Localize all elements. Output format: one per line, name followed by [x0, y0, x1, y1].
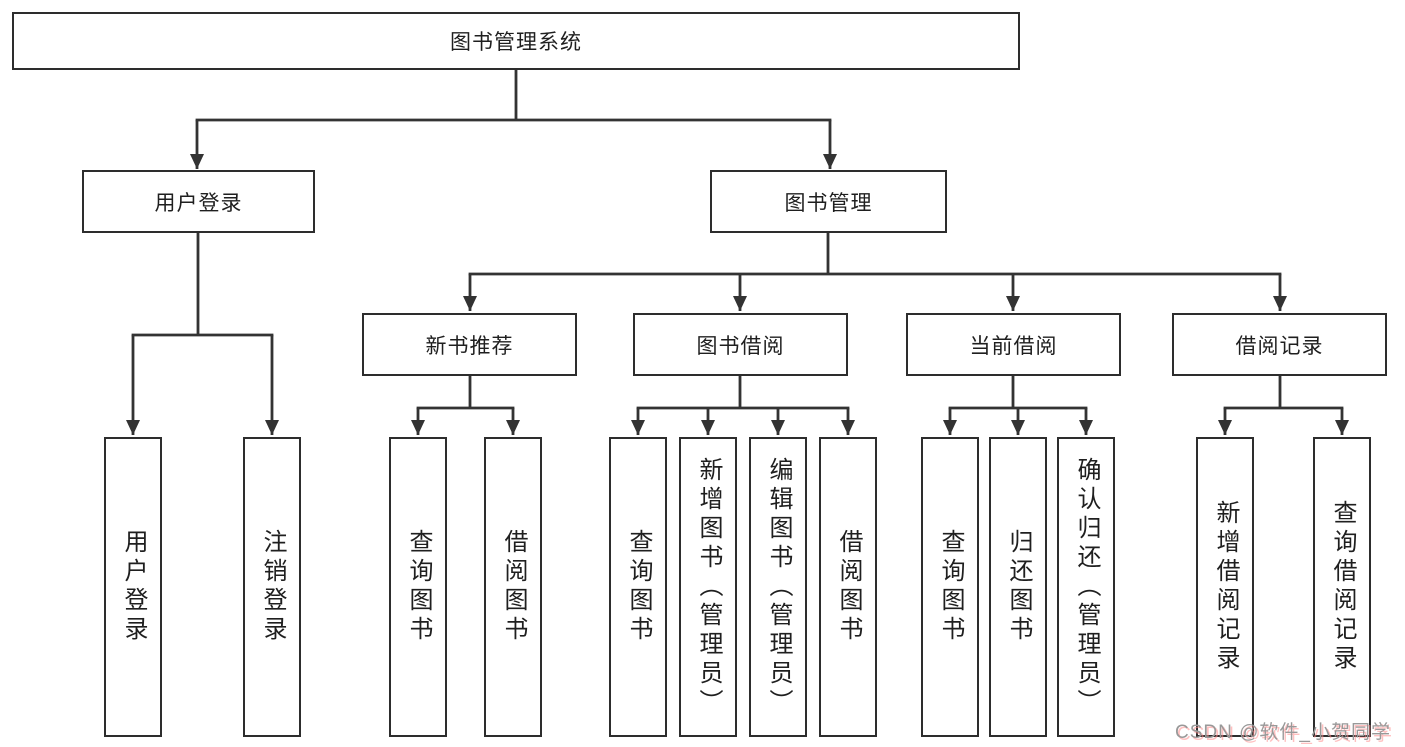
leaf-query-borrow-record-label: 查询借阅记录 [1329, 500, 1356, 674]
leaf-edit-book-admin: 编辑图书（管理员） [749, 437, 807, 737]
node-book-borrowing-label: 图书借阅 [696, 334, 785, 358]
leaf-user-login-label: 用户登录 [120, 529, 147, 645]
leaf-borrow-books-1: 借阅图书 [484, 437, 542, 737]
leaf-add-book-admin-label: 新增图书（管理员） [695, 456, 722, 718]
leaf-add-borrow-record-label: 新增借阅记录 [1212, 500, 1239, 674]
leaf-borrow-books-2-label: 借阅图书 [835, 529, 862, 645]
node-user-login: 用户登录 [82, 170, 315, 233]
node-new-book-recommend-label: 新书推荐 [425, 334, 514, 358]
leaf-query-books-3-label: 查询图书 [937, 529, 964, 645]
node-book-management-label: 图书管理 [784, 191, 873, 215]
leaf-confirm-return-admin-label: 确认归还（管理员） [1073, 456, 1100, 718]
node-current-borrowing-label: 当前借阅 [969, 334, 1058, 358]
leaf-query-books-2-label: 查询图书 [625, 529, 652, 645]
node-borrow-records: 借阅记录 [1172, 313, 1387, 376]
leaf-query-books-2: 查询图书 [609, 437, 667, 737]
node-user-login-label: 用户登录 [154, 191, 243, 215]
leaf-logout: 注销登录 [243, 437, 301, 737]
leaf-query-books-3: 查询图书 [921, 437, 979, 737]
leaf-user-login: 用户登录 [104, 437, 162, 737]
leaf-edit-book-admin-label: 编辑图书（管理员） [765, 456, 792, 718]
leaf-return-books: 归还图书 [989, 437, 1047, 737]
leaf-borrow-books-1-label: 借阅图书 [500, 529, 527, 645]
node-book-management: 图书管理 [710, 170, 947, 233]
leaf-add-book-admin: 新增图书（管理员） [679, 437, 737, 737]
leaf-query-books-1: 查询图书 [389, 437, 447, 737]
node-borrow-records-label: 借阅记录 [1235, 334, 1324, 358]
node-current-borrowing: 当前借阅 [906, 313, 1121, 376]
leaf-add-borrow-record: 新增借阅记录 [1196, 437, 1254, 737]
node-book-system: 图书管理系统 [12, 12, 1020, 70]
leaf-logout-label: 注销登录 [259, 529, 286, 645]
leaf-confirm-return-admin: 确认归还（管理员） [1057, 437, 1115, 737]
node-new-book-recommend: 新书推荐 [362, 313, 577, 376]
leaf-query-borrow-record: 查询借阅记录 [1313, 437, 1371, 737]
node-book-borrowing: 图书借阅 [633, 313, 848, 376]
node-book-system-label: 图书管理系统 [450, 31, 582, 54]
leaf-query-books-1-label: 查询图书 [405, 529, 432, 645]
leaf-borrow-books-2: 借阅图书 [819, 437, 877, 737]
leaf-return-books-label: 归还图书 [1005, 529, 1032, 645]
csdn-watermark: CSDN @软件_小贺同学 [1175, 722, 1391, 743]
